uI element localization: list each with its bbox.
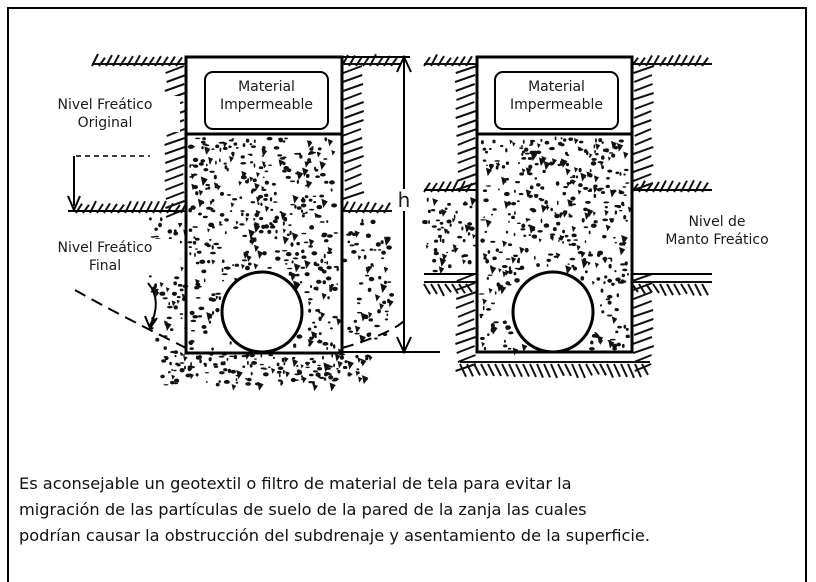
right-drain-pipe bbox=[511, 270, 595, 354]
drawdown-curve bbox=[74, 289, 187, 349]
gravel-fill bbox=[148, 136, 633, 392]
left-impermeable-cap bbox=[204, 71, 329, 130]
final-water-level-label: Nivel Freático Final bbox=[30, 239, 180, 275]
subdrain-trench-diagram bbox=[67, 53, 712, 392]
caption-line: migración de las partículas de suelo de … bbox=[19, 500, 587, 519]
caption-line: Es aconsejable un geotextil o filtro de … bbox=[19, 474, 572, 493]
water-table-label: Nivel de Manto Freático bbox=[652, 213, 782, 249]
caption-line: podrían causar la obstrucción del subdre… bbox=[19, 526, 651, 545]
right-cap-label: Material Impermeable bbox=[510, 79, 603, 113]
caption: Es aconsejable un geotextil o filtro de … bbox=[19, 471, 809, 549]
soil-hatching bbox=[75, 53, 712, 379]
left-drain-pipe bbox=[220, 270, 304, 354]
final-level-pointer bbox=[147, 282, 157, 327]
height-label: h bbox=[394, 189, 414, 211]
left-cap-label: Material Impermeable bbox=[220, 79, 313, 113]
original-water-level-label: Nivel Freático Original bbox=[30, 96, 180, 132]
right-impermeable-cap bbox=[494, 71, 619, 130]
